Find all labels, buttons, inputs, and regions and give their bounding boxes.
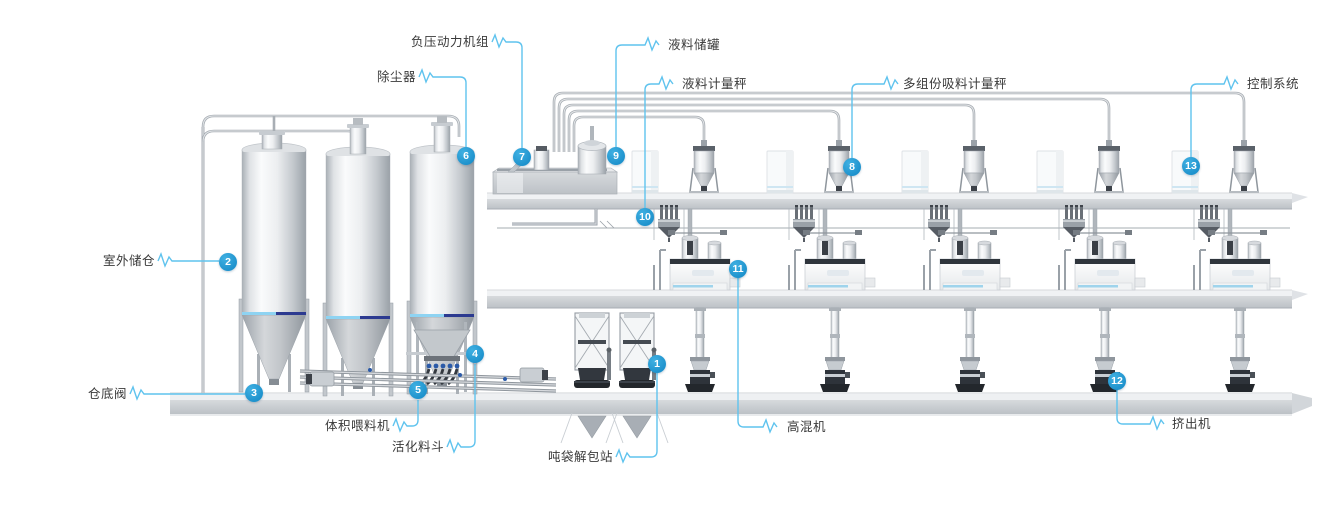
label-silo-bottom-valve: 仓底阀 xyxy=(87,386,127,401)
callout-leader-lines xyxy=(129,33,1239,464)
liquid-dosing-unit-4 xyxy=(1058,205,1090,242)
ton-bag-station-1 xyxy=(560,312,624,444)
callout-12-extruder: 12 xyxy=(1108,372,1126,390)
label-activation-hopper: 活化料斗 xyxy=(391,439,444,454)
high-speed-mixer-4 xyxy=(1058,208,1146,291)
liquid-dosing-units xyxy=(653,205,1225,242)
label-outdoor-storage-silo: 室外储仓 xyxy=(102,253,155,268)
label-control-system: 控制系统 xyxy=(1247,76,1300,91)
high-speed-mixers xyxy=(653,208,1281,291)
ton-bag-unpacking-stations xyxy=(560,312,669,444)
high-speed-mixer-3 xyxy=(923,208,1011,291)
suction-dosing-scale-5 xyxy=(1229,140,1259,193)
platforms xyxy=(170,192,1312,416)
callout-10-number: 10 xyxy=(639,211,651,223)
callout-2-outdoor-silo: 2 xyxy=(219,253,237,271)
label-volumetric-feeder: 体积喂料机 xyxy=(324,418,390,433)
liquid-dosing-unit-3 xyxy=(923,205,955,242)
silo-1 xyxy=(238,131,310,393)
callout-5-volumetric-feeder: 5 xyxy=(409,381,427,399)
callout-2-number: 2 xyxy=(225,256,231,268)
liquid-dosing-unit-5 xyxy=(1193,205,1225,242)
callout-5-number: 5 xyxy=(415,384,421,396)
label-extruder: 挤出机 xyxy=(1172,416,1212,431)
ton-bag-station-2 xyxy=(605,312,669,444)
high-speed-mixer-1 xyxy=(653,208,741,291)
dosing-scales-and-cabinets xyxy=(631,140,1259,194)
callout-6-number: 6 xyxy=(463,150,469,162)
callout-11-number: 11 xyxy=(732,263,744,275)
callout-6-dust-collector: 6 xyxy=(457,147,475,165)
callout-8-multi-component-scale: 8 xyxy=(843,158,861,176)
high-speed-mixer-5 xyxy=(1193,208,1281,291)
callout-1-ton-bag-station: 1 xyxy=(648,355,666,373)
callout-1-number: 1 xyxy=(654,358,660,370)
callout-4-number: 4 xyxy=(472,348,478,360)
callout-10-liquid-scale: 10 xyxy=(636,208,654,226)
extruder-feed-unit-1 xyxy=(685,307,715,392)
control-cabinet-3 xyxy=(901,150,929,194)
control-cabinet-4 xyxy=(1036,150,1064,194)
callout-3-silo-bottom-valve: 3 xyxy=(245,384,263,402)
dosing-rail xyxy=(497,209,1290,229)
callout-4-activation-hopper: 4 xyxy=(466,345,484,363)
label-dust-collector: 除尘器 xyxy=(376,69,416,84)
suction-pipe-bundle xyxy=(552,91,1246,152)
callout-7-vacuum-power-unit: 7 xyxy=(513,148,531,166)
label-liquid-storage-tank: 液料储罐 xyxy=(668,37,721,52)
extruder-feed-unit-4 xyxy=(1090,307,1120,392)
activation-hopper xyxy=(406,322,471,392)
suction-dosing-scale-3 xyxy=(959,140,989,193)
extruder-feed-unit-3 xyxy=(955,307,985,392)
callout-13-control-system: 13 xyxy=(1182,157,1200,175)
extruder-feed-units xyxy=(685,307,1255,392)
callout-7-number: 7 xyxy=(519,151,525,163)
silo-2 xyxy=(322,118,394,397)
label-ton-bag-unpacking-station: 吨袋解包站 xyxy=(547,449,613,464)
label-liquid-dosing-scale: 液料计量秤 xyxy=(682,76,748,91)
extruder-feed-unit-2 xyxy=(820,307,850,392)
callout-9-number: 9 xyxy=(613,150,619,162)
callout-13-number: 13 xyxy=(1185,160,1197,172)
label-vacuum-power-unit: 负压动力机组 xyxy=(410,34,489,49)
label-multi-component-dosing-scale: 多组份吸料计量秤 xyxy=(903,76,1008,91)
high-speed-mixer-2 xyxy=(788,208,876,291)
callout-3-number: 3 xyxy=(251,387,257,399)
volumetric-feeders xyxy=(299,367,557,393)
extruder-feed-unit-5 xyxy=(1225,307,1255,392)
label-high-speed-mixer: 高混机 xyxy=(787,419,827,434)
liquid-dosing-unit-2 xyxy=(788,205,820,242)
callout-9-liquid-tank: 9 xyxy=(607,147,625,165)
suction-dosing-scale-1 xyxy=(689,140,719,193)
callout-11-high-mixer: 11 xyxy=(729,260,747,278)
suction-dosing-scale-4 xyxy=(1094,140,1124,193)
callout-8-number: 8 xyxy=(849,161,855,173)
control-cabinet-2 xyxy=(766,150,794,194)
liquid-dosing-unit-1 xyxy=(653,205,685,242)
callout-12-number: 12 xyxy=(1111,375,1123,387)
